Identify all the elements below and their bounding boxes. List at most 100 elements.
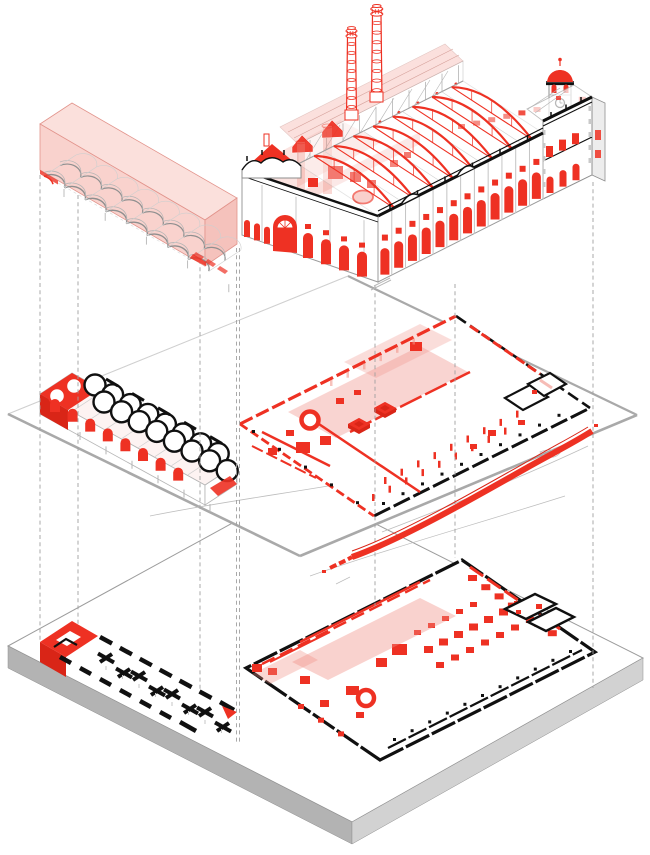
building-element: [588, 145, 592, 150]
plan-element: [428, 623, 435, 628]
vault-arch: [167, 245, 190, 260]
plan-element: [387, 649, 583, 749]
vault-arch: [126, 202, 159, 224]
chimney-part: [345, 33, 358, 39]
building-element: [595, 130, 601, 140]
plan-element: [516, 410, 519, 418]
building-element: [350, 172, 361, 182]
curved-wall-segment: [329, 555, 353, 570]
building-element: [451, 100, 493, 137]
chimney-part: [346, 78, 357, 82]
plan-wall: [116, 667, 132, 679]
plan-element: [346, 371, 349, 378]
plan-element: [499, 608, 508, 616]
building-element: [377, 127, 544, 212]
building-element: [321, 123, 334, 129]
vault-arch: [183, 231, 205, 246]
building-element: [373, 139, 414, 176]
building-element: [588, 106, 592, 111]
plan-element: [410, 729, 414, 733]
vault-arch: [190, 254, 206, 266]
building-element: [519, 165, 526, 172]
plan-element: [533, 667, 537, 671]
plan-wall: [58, 655, 73, 665]
building-element: [380, 248, 390, 275]
plan-element: [298, 704, 304, 709]
plan-element: [551, 658, 555, 662]
vault-arch: [121, 199, 144, 214]
tank-circle: [183, 420, 197, 431]
plan-element: [445, 711, 449, 715]
building-element: [394, 241, 404, 268]
building-element: [518, 110, 526, 116]
chimney-part: [371, 69, 382, 74]
plan-element: [300, 676, 310, 684]
vault-arch: [137, 189, 160, 203]
building-element: [390, 160, 398, 167]
plan-element: [463, 702, 467, 706]
curved-wall: [322, 424, 598, 573]
building-element: [278, 221, 286, 229]
building-element: [305, 224, 311, 229]
plan-element: [410, 342, 422, 351]
vault-arch: [43, 175, 54, 185]
plan-element: [518, 420, 525, 425]
plan-element: [481, 694, 484, 697]
plan-element: [320, 700, 329, 707]
plan-element: [318, 717, 324, 723]
plan-element: [481, 584, 491, 591]
building-element: [341, 236, 347, 242]
plan-element: [424, 646, 433, 653]
plan-element: [379, 355, 382, 362]
vault-arch: [40, 170, 58, 185]
vault-arch: [146, 233, 169, 248]
building-element: [542, 182, 546, 187]
plan-element: [356, 712, 364, 718]
building-element: [436, 207, 443, 214]
plan-element: [330, 483, 333, 487]
plan-element: [296, 442, 310, 453]
plan-element: [405, 477, 408, 485]
plan-element: [518, 433, 522, 437]
plan-element: [349, 370, 471, 434]
curved-wall-segment: [351, 426, 589, 552]
plan-element: [382, 502, 385, 505]
building-element: [395, 88, 413, 116]
plan-element: [355, 687, 377, 709]
chimney-part: [370, 11, 384, 17]
chimney-part: [344, 109, 359, 121]
building-element: [503, 113, 511, 119]
chimney-part: [371, 40, 382, 45]
tank-circle: [102, 428, 113, 442]
vault-arch: [101, 184, 123, 198]
plan-wall: [158, 667, 173, 679]
building-element: [287, 48, 454, 133]
plan-element: [454, 631, 463, 638]
plan-element: [496, 632, 504, 638]
vault-arch: [84, 197, 107, 212]
building-element: [450, 200, 457, 207]
vault-arch: [220, 236, 242, 251]
building-element: [404, 152, 411, 158]
plan-element: [460, 462, 463, 466]
plan-element: [400, 468, 403, 476]
chimney-part: [346, 60, 357, 64]
plan-element: [479, 453, 483, 456]
building-element: [321, 119, 344, 139]
building-element: [463, 206, 473, 234]
plan-element: [516, 676, 520, 680]
plan-element: [356, 501, 359, 505]
tank-circle: [120, 438, 131, 452]
building-element: [556, 96, 561, 100]
plan-wall: [138, 699, 153, 709]
vault-arch: [64, 185, 87, 200]
plan-element: [442, 616, 449, 621]
building-element: [490, 193, 500, 220]
vault-arch: [146, 214, 180, 236]
vault-arch: [208, 249, 241, 272]
building-element: [572, 133, 579, 145]
building-element: [357, 251, 367, 277]
chimney-part: [371, 49, 382, 54]
vault-arch: [64, 166, 97, 189]
